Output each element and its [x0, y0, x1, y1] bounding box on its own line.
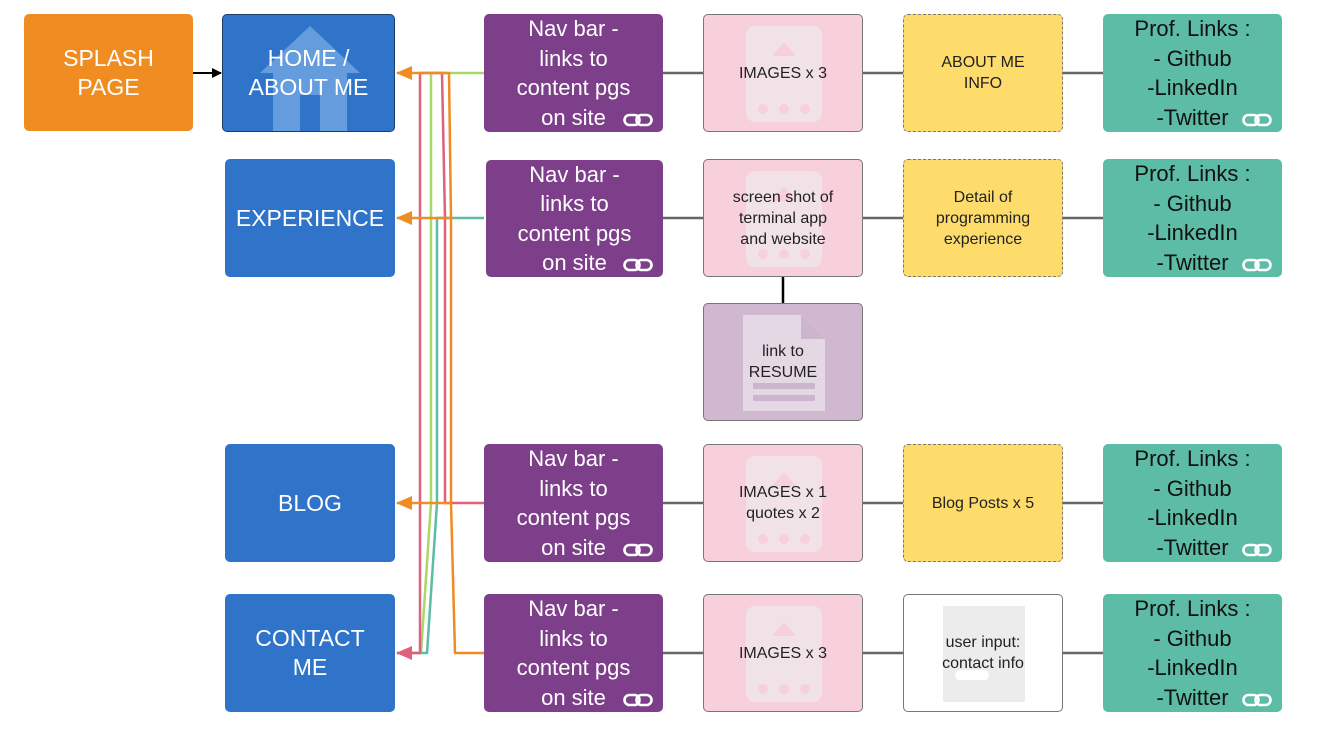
nav-wire-pink: [397, 71, 484, 655]
nav-bar-box[interactable]: Nav bar - links to content pgs on site: [484, 444, 663, 562]
nav-wire-orange: [397, 71, 484, 655]
detail-label: ABOUT ME INFO: [941, 54, 1025, 92]
nav-bar-label: Nav bar - links to content pgs on site: [516, 16, 631, 130]
nav-wire-teal: [397, 216, 484, 655]
arrowhead: [396, 496, 412, 510]
form-icon: [943, 606, 1025, 702]
document-icon: [743, 315, 825, 411]
media-box[interactable]: screen shot of terminal app and website: [703, 159, 863, 277]
detail-box[interactable]: Detail of programming experience: [903, 159, 1063, 277]
prof-links-label: Prof. Links : - Github -LinkedIn -Twitte…: [1134, 596, 1251, 710]
contact-page-box[interactable]: CONTACT ME: [225, 594, 395, 712]
prof-links-box[interactable]: Prof. Links : - Github -LinkedIn -Twitte…: [1103, 14, 1282, 132]
resume-box[interactable]: link to RESUME: [703, 303, 863, 421]
detail-label: Detail of programming experience: [935, 188, 1031, 248]
nav-bar-label: Nav bar - links to content pgs on site: [516, 596, 631, 710]
arrowhead: [396, 211, 412, 225]
media-label: IMAGES x 3: [738, 644, 828, 662]
link-chain-icon: [1242, 258, 1272, 272]
arrowhead: [396, 646, 412, 660]
home-about-page-label: HOME / ABOUT ME: [248, 45, 369, 100]
nav-wire-green: [397, 71, 484, 655]
detail-label: Blog Posts x 5: [931, 494, 1035, 512]
media-label: IMAGES x 1 quotes x 2: [738, 484, 828, 522]
contact-form-box[interactable]: user input: contact info: [903, 594, 1063, 712]
nav-bar-box[interactable]: Nav bar - links to content pgs on site: [484, 14, 663, 132]
arrowhead: [396, 66, 412, 80]
nav-bar-box[interactable]: Nav bar - links to content pgs on site: [486, 160, 663, 277]
prof-links-box[interactable]: Prof. Links : - Github -LinkedIn -Twitte…: [1103, 444, 1282, 562]
prof-links-label: Prof. Links : - Github -LinkedIn -Twitte…: [1134, 16, 1251, 130]
link-chain-icon: [1242, 693, 1272, 707]
prof-links-box[interactable]: Prof. Links : - Github -LinkedIn -Twitte…: [1103, 159, 1282, 277]
contact-page-label: CONTACT ME: [255, 625, 365, 680]
blog-page-box[interactable]: BLOG: [225, 444, 395, 562]
image-placeholder-icon: [746, 456, 822, 552]
home-about-page-box[interactable]: HOME / ABOUT ME: [222, 14, 395, 132]
link-chain-icon: [623, 113, 653, 127]
prof-links-box[interactable]: Prof. Links : - Github -LinkedIn -Twitte…: [1103, 594, 1282, 712]
link-chain-icon: [623, 258, 653, 272]
image-placeholder-icon: [746, 606, 822, 702]
media-box[interactable]: IMAGES x 3: [703, 594, 863, 712]
link-chain-icon: [1242, 543, 1272, 557]
image-placeholder-icon: [746, 171, 822, 267]
detail-box[interactable]: ABOUT ME INFO: [903, 14, 1063, 132]
splash-page-label: SPLASH PAGE: [63, 44, 154, 100]
link-chain-icon: [623, 693, 653, 707]
link-chain-icon: [623, 543, 653, 557]
detail-box[interactable]: Blog Posts x 5: [903, 444, 1063, 562]
detail-label: user input: contact info: [942, 634, 1024, 672]
link-chain-icon: [1242, 113, 1272, 127]
splash-page-box[interactable]: SPLASH PAGE: [24, 14, 193, 131]
home-icon: [260, 26, 360, 131]
image-placeholder-icon: [746, 26, 822, 122]
prof-links-label: Prof. Links : - Github -LinkedIn -Twitte…: [1134, 161, 1251, 275]
blog-page-label: BLOG: [278, 489, 342, 516]
experience-page-box[interactable]: EXPERIENCE: [225, 159, 395, 277]
media-label: screen shot of terminal app and website: [732, 188, 834, 248]
media-box[interactable]: IMAGES x 3: [703, 14, 863, 132]
prof-links-label: Prof. Links : - Github -LinkedIn -Twitte…: [1134, 446, 1251, 560]
nav-bar-label: Nav bar - links to content pgs on site: [516, 446, 631, 560]
experience-page-label: EXPERIENCE: [235, 204, 385, 231]
nav-bar-box[interactable]: Nav bar - links to content pgs on site: [484, 594, 663, 712]
resume-label: link to RESUME: [748, 343, 818, 381]
media-box[interactable]: IMAGES x 1 quotes x 2: [703, 444, 863, 562]
media-label: IMAGES x 3: [738, 64, 828, 82]
nav-bar-label: Nav bar - links to content pgs on site: [517, 161, 632, 276]
